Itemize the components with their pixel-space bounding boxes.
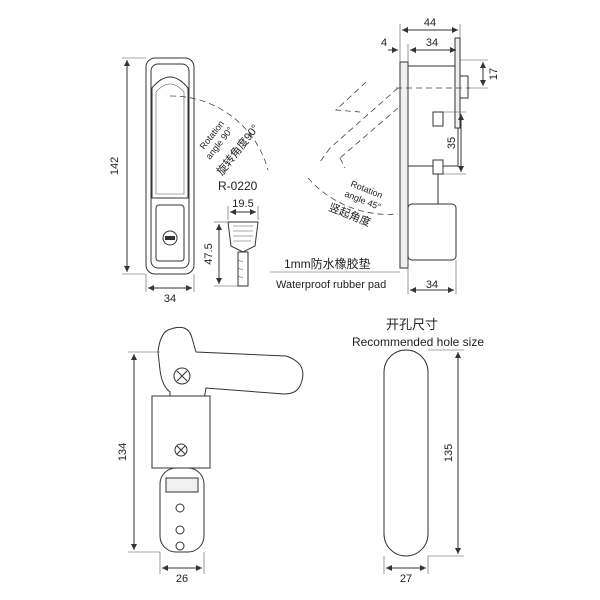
hole-width-label: 27 bbox=[400, 573, 412, 585]
key-head bbox=[227, 221, 259, 253]
open-height-label: 134 bbox=[117, 443, 129, 461]
key-drawing: 19.5 47.5 bbox=[203, 198, 259, 287]
lift-arc bbox=[307, 177, 399, 215]
pad-label-en: Waterproof rubber pad bbox=[276, 279, 386, 291]
front-width-label: 34 bbox=[164, 293, 176, 305]
side-body-depth-label: 34 bbox=[426, 37, 438, 49]
hole-title-en: Recommended hole size bbox=[352, 335, 484, 349]
side-total-depth-label: 44 bbox=[424, 17, 436, 29]
hole-outline bbox=[383, 349, 429, 557]
side-view: Rotation angle 45° 竖起角度 44 4 34 17 35 34… bbox=[270, 17, 500, 294]
hole-title-cn: 开孔尺寸 bbox=[386, 317, 438, 332]
pad-label-cn: 1mm防水橡胶垫 bbox=[284, 256, 371, 271]
side-view-latch-bar bbox=[454, 37, 461, 129]
open-view-mount-block bbox=[151, 395, 211, 469]
open-width-label: 26 bbox=[176, 573, 188, 585]
open-view-lock-slot bbox=[165, 477, 199, 493]
rotation-arc bbox=[169, 95, 269, 171]
hole-size-view: 开孔尺寸 Recommended hole size 135 27 bbox=[352, 317, 484, 585]
side-top-offset-label: 17 bbox=[488, 68, 500, 80]
side-screw-spacing-label: 35 bbox=[446, 137, 458, 149]
side-view-lower-housing bbox=[407, 165, 439, 207]
hole-height-label: 135 bbox=[443, 444, 455, 462]
key-length-label: 47.5 bbox=[203, 243, 215, 264]
side-view-screw-1 bbox=[432, 111, 444, 127]
open-view: 134 26 bbox=[117, 326, 304, 585]
side-view-flange bbox=[399, 61, 409, 269]
raised-handle-outline bbox=[319, 87, 399, 169]
side-view-lock-body bbox=[407, 203, 457, 261]
front-view-handle bbox=[151, 76, 189, 199]
model-number: R-0220 bbox=[218, 179, 258, 193]
side-view-screw-2 bbox=[432, 159, 444, 175]
front-view: 142 34 Rotation angle 90° 旋转角度90° R-0220 bbox=[109, 57, 269, 305]
key-blade bbox=[237, 251, 249, 287]
front-height-label: 142 bbox=[109, 157, 121, 175]
side-bottom-width-label: 34 bbox=[426, 279, 438, 291]
key-width-label: 19.5 bbox=[232, 198, 253, 210]
side-flange-label: 4 bbox=[381, 37, 387, 49]
